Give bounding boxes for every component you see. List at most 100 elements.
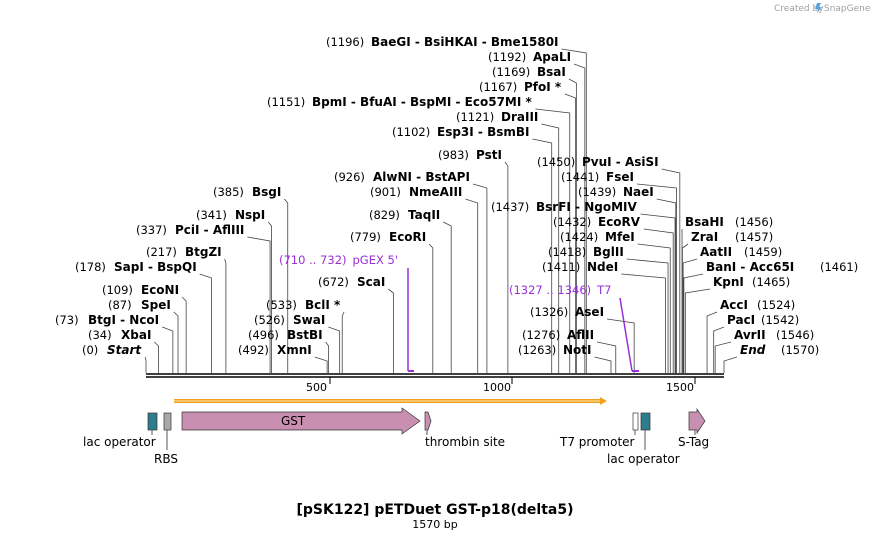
site-label: BanI - Acc65I(1461) — [706, 260, 858, 274]
site-label: (1121)DraIII — [456, 110, 538, 124]
site-label: (526)SwaI — [254, 313, 325, 327]
site-connector — [504, 161, 509, 373]
feature-label: lac operator — [83, 435, 156, 449]
site-label: (109)EcoNI — [102, 283, 179, 297]
feature-thrombin-site[interactable]: thrombin site — [424, 411, 505, 449]
tick-label: 1500 — [666, 381, 694, 394]
site-lines — [144, 48, 738, 373]
site-label: (34)XbaI — [88, 328, 151, 342]
feature-label: S-Tag — [678, 435, 709, 449]
site-connector — [465, 198, 479, 373]
site-connector — [681, 243, 689, 373]
site-label: (217)BtgZI — [146, 245, 222, 259]
feature-label: lac operator — [607, 452, 680, 466]
site-connector — [162, 326, 174, 373]
feature-label: RBS — [154, 452, 178, 466]
site-label: (87)SpeI — [108, 298, 171, 312]
site-connector — [626, 258, 669, 373]
site-label: AccI(1524) — [720, 298, 795, 312]
site-connector — [341, 311, 345, 373]
site-connector — [656, 198, 677, 373]
ruler: 500 1000 1500 — [306, 377, 696, 394]
site-connector — [535, 108, 571, 373]
map-length: 1570 bp — [412, 518, 457, 531]
site-connector — [472, 183, 488, 373]
site-connector — [714, 341, 732, 373]
site-label: (901)NmeAIII — [370, 185, 462, 199]
primer-label: (710 .. 732)pGEX 5' — [279, 253, 398, 267]
site-connector — [636, 183, 677, 373]
site-connector — [388, 288, 394, 373]
site-label: BsaHI(1456) — [685, 215, 773, 229]
feature-lac-operator-2[interactable]: lac operator — [607, 412, 680, 466]
feature-rbs[interactable]: RBS — [154, 412, 178, 466]
feature-label: thrombin site — [425, 435, 505, 449]
site-label: (178)SapI - BspQI — [75, 260, 197, 274]
credit-text: Created by — [774, 4, 824, 14]
site-connector — [682, 258, 698, 373]
site-connector — [267, 221, 272, 373]
site-connector — [428, 243, 434, 373]
site-label: (0)Start — [82, 343, 142, 357]
site-connector — [594, 356, 612, 373]
site-connector — [154, 341, 159, 373]
site-connector — [561, 48, 587, 373]
feature-lac-operator-1[interactable]: lac operator — [83, 412, 158, 449]
site-connector — [723, 356, 738, 373]
site-connector — [606, 318, 635, 373]
site-label: (1450)PvuI - AsiSI — [537, 155, 659, 169]
primer-t7[interactable]: (1327 .. 1346)T7 — [509, 283, 639, 372]
site-label: (1192)ApaLI — [488, 50, 571, 64]
site-label: (1439)NaeI — [578, 185, 654, 199]
site-label: (926)AlwNI - BstAPI — [334, 170, 470, 184]
site-label: (496)BstBI — [248, 328, 323, 342]
site-connector — [247, 236, 271, 373]
site-connector — [713, 326, 725, 373]
site-connector — [661, 168, 681, 373]
site-label: (829)TaqII — [369, 208, 440, 222]
site-label: (1167)PfoI * — [479, 80, 562, 94]
site-labels: (1196)BaeGI - BsiHKAI - Bme1580I (1192)A… — [55, 35, 858, 357]
site-label: (1418)BglII — [548, 245, 624, 259]
site-connector — [706, 311, 718, 373]
site-connector — [314, 356, 328, 373]
site-connector — [181, 296, 187, 373]
site-label: (1437)BsrFI - NgoMIV — [491, 200, 637, 214]
primer-label: (1327 .. 1346)T7 — [509, 283, 611, 297]
site-connector — [541, 123, 560, 373]
site-connector — [173, 311, 179, 373]
backbone — [146, 373, 724, 378]
site-label: (385)BsgI — [213, 185, 281, 199]
site-label: (1276)AflII — [522, 328, 594, 342]
site-label: (1432)EcoRV — [553, 215, 641, 229]
site-connector — [564, 93, 577, 373]
orf-arrow[interactable] — [174, 397, 607, 405]
site-connector — [144, 356, 147, 373]
site-connector — [683, 273, 704, 373]
site-label: (1326)AseI — [530, 305, 604, 319]
site-label: (983)PstI — [438, 148, 502, 162]
feature-label: GST — [281, 414, 306, 428]
site-connector — [328, 326, 341, 373]
site-connector — [443, 221, 452, 373]
site-connector — [597, 341, 617, 373]
site-connector — [684, 288, 711, 373]
brand-text: SnapGene — [824, 4, 871, 14]
feature-t7-promoter[interactable]: T7 promoter — [559, 412, 639, 449]
site-connector — [224, 258, 227, 373]
site-label: (1196)BaeGI - BsiHKAI - Bme1580I — [326, 35, 559, 49]
site-connector — [325, 341, 330, 373]
primer-pgex5[interactable]: (710 .. 732)pGEX 5' — [279, 253, 414, 372]
tick-label: 1000 — [483, 381, 511, 394]
site-label: (1151)BpmI - BfuAI - BspMI - Eco57MI * — [267, 95, 532, 109]
site-connector — [643, 228, 674, 373]
feature-gst[interactable]: GST — [181, 407, 421, 435]
site-label: ZraI(1457) — [691, 230, 773, 244]
site-label: (1411)NdeI — [542, 260, 618, 274]
site-connector — [573, 63, 586, 373]
site-label: (1263)NotI — [518, 343, 592, 357]
site-label: (779)EcoRI — [350, 230, 426, 244]
site-label: KpnI(1465) — [713, 275, 790, 289]
feature-s-tag[interactable]: S-Tag — [678, 407, 709, 449]
